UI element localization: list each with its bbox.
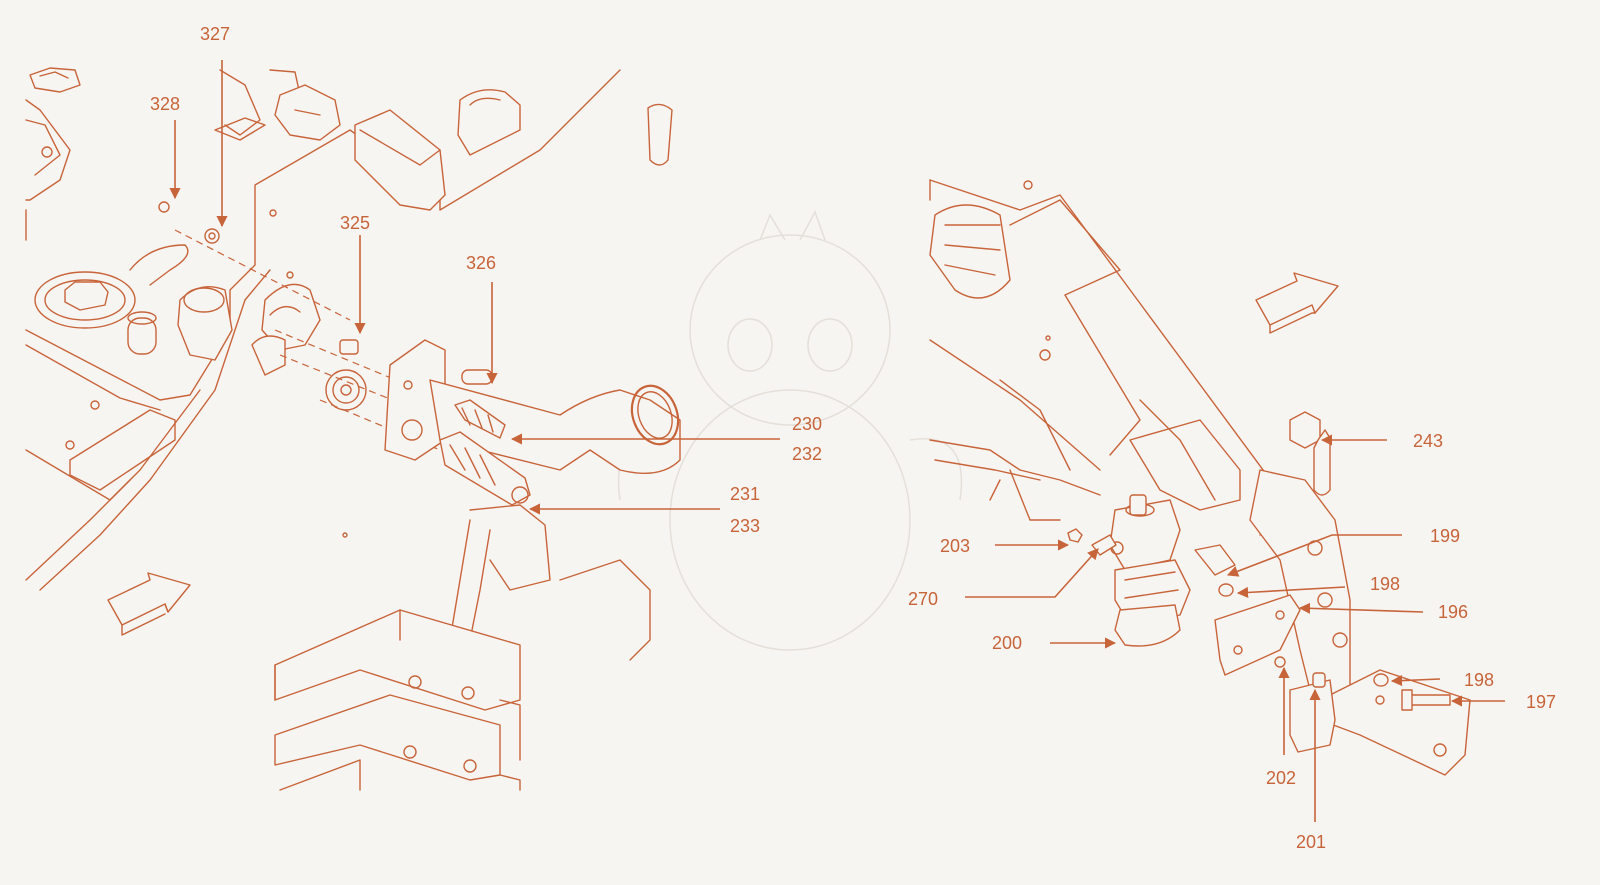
callout-203: 203 [940, 536, 970, 556]
callout-200: 200 [992, 633, 1022, 653]
callout-325: 325 [340, 213, 370, 233]
callout-243: 243 [1413, 431, 1443, 451]
callout-196: 196 [1438, 602, 1468, 622]
callout-198-upper: 198 [1370, 574, 1400, 594]
callout-197: 197 [1526, 692, 1556, 712]
left-assembly [25, 67, 681, 791]
callout-231: 231 [730, 484, 760, 504]
direction-arrow-icon [107, 572, 191, 636]
watermark-mascot [617, 210, 963, 651]
callout-199: 199 [1430, 526, 1460, 546]
callout-labels: 327 328 325 326 230 232 231 233 243 199 … [150, 24, 1556, 852]
callout-233: 233 [730, 516, 760, 536]
callout-232: 232 [792, 444, 822, 464]
callout-328: 328 [150, 94, 180, 114]
callout-327: 327 [200, 24, 230, 44]
callout-230: 230 [792, 414, 822, 434]
callout-326: 326 [466, 253, 496, 273]
direction-arrow-icon [1255, 272, 1339, 334]
callout-198-lower: 198 [1464, 670, 1494, 690]
right-assembly [929, 179, 1471, 776]
callout-201: 201 [1296, 832, 1326, 852]
leader-lines [169, 60, 1505, 822]
callout-202: 202 [1266, 768, 1296, 788]
callout-270: 270 [908, 589, 938, 609]
